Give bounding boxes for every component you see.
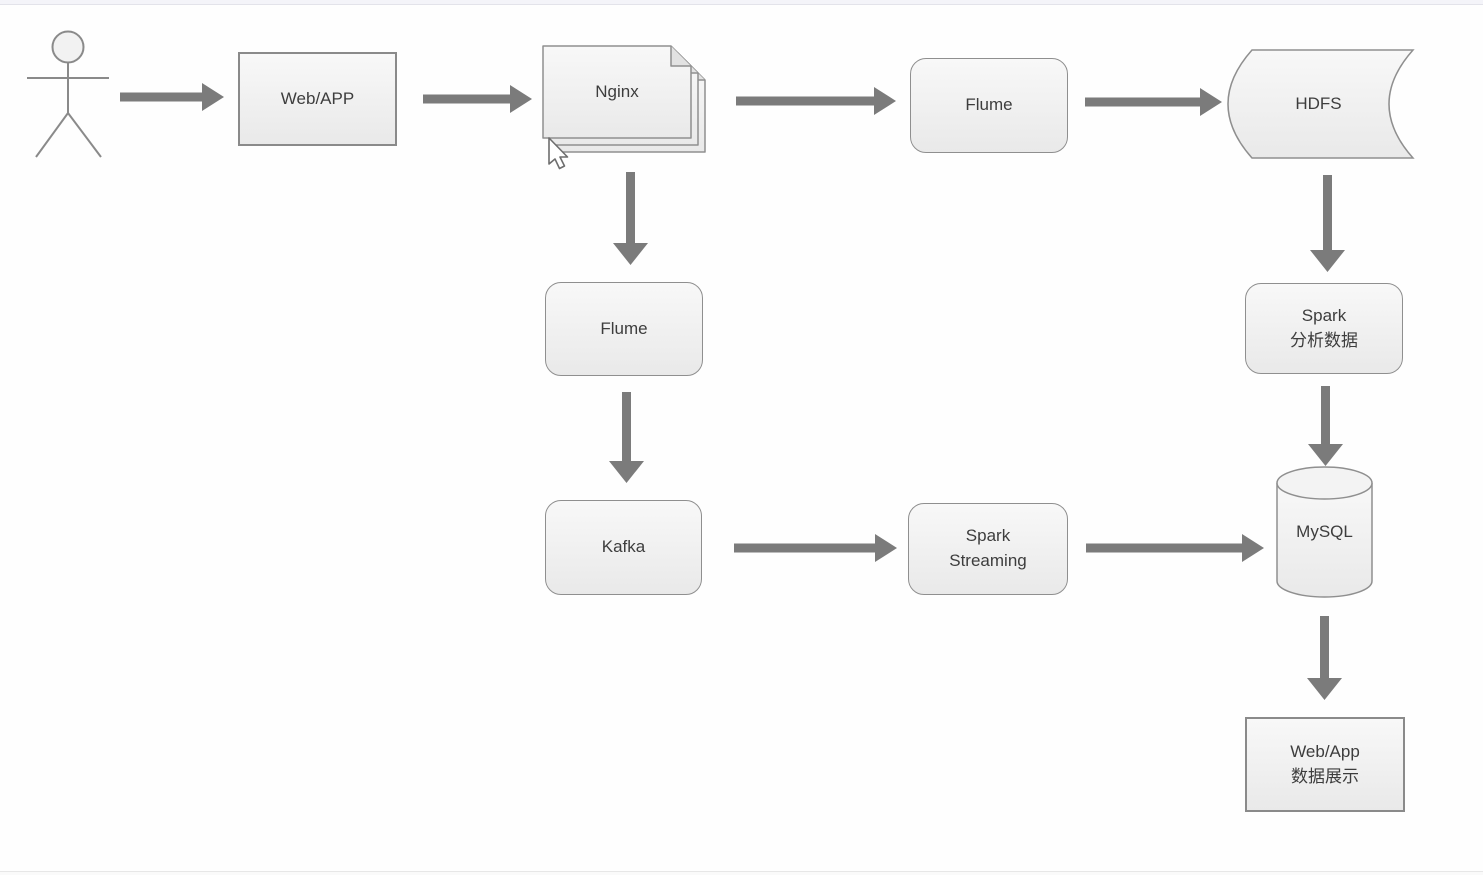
connector-webapp-nginx[interactable] [423, 85, 532, 113]
node-kafka-label: Kafka [601, 537, 646, 557]
node-webapp-label: Web/APP [280, 88, 355, 108]
node-flume-top[interactable]: Flume [910, 58, 1068, 153]
bottom-divider [0, 871, 1483, 875]
node-kafka[interactable]: Kafka [545, 500, 702, 595]
connector-spark-streaming-mysql[interactable] [1086, 534, 1264, 562]
connector-kafka-spark-streaming[interactable] [734, 534, 897, 562]
node-flume-top-label: Flume [965, 95, 1013, 115]
connector-nginx-flume-top[interactable] [736, 87, 896, 115]
node-spark-analyze-line2: 分析数据 [1290, 330, 1358, 350]
node-webapp[interactable]: Web/APP [238, 52, 397, 146]
node-web-display-line2: 数据展示 [1291, 766, 1359, 786]
connector-spark-analyze-mysql[interactable] [1308, 386, 1343, 466]
mouse-cursor-icon [548, 137, 569, 170]
connector-flume-hdfs[interactable] [1085, 88, 1222, 116]
node-spark-streaming-line1: Spark [965, 526, 1011, 546]
node-spark-streaming[interactable]: Spark Streaming [908, 503, 1068, 595]
hdfs-stored-data-shape[interactable] [1227, 49, 1415, 159]
node-web-display-line1: Web/App [1290, 741, 1360, 761]
node-web-display[interactable]: Web/App 数据展示 [1245, 717, 1405, 812]
nginx-document-stack-shape[interactable] [542, 45, 706, 153]
connector-nginx-flume-mid[interactable] [613, 172, 648, 265]
top-divider [0, 0, 1483, 5]
node-spark-analyze-line1: Spark [1301, 305, 1347, 325]
actor-icon[interactable] [27, 30, 109, 158]
connector-hdfs-spark-analyze[interactable] [1310, 175, 1345, 272]
mysql-database-cylinder-shape[interactable] [1276, 466, 1373, 598]
connector-flume-mid-kafka[interactable] [609, 392, 644, 483]
node-spark-analyze[interactable]: Spark 分析数据 [1245, 283, 1403, 374]
node-spark-streaming-line2: Streaming [949, 551, 1027, 570]
node-flume-mid[interactable]: Flume [545, 282, 703, 376]
node-flume-mid-label: Flume [600, 318, 648, 338]
connector-user-webapp[interactable] [120, 83, 224, 111]
connector-mysql-web-display[interactable] [1307, 616, 1342, 700]
